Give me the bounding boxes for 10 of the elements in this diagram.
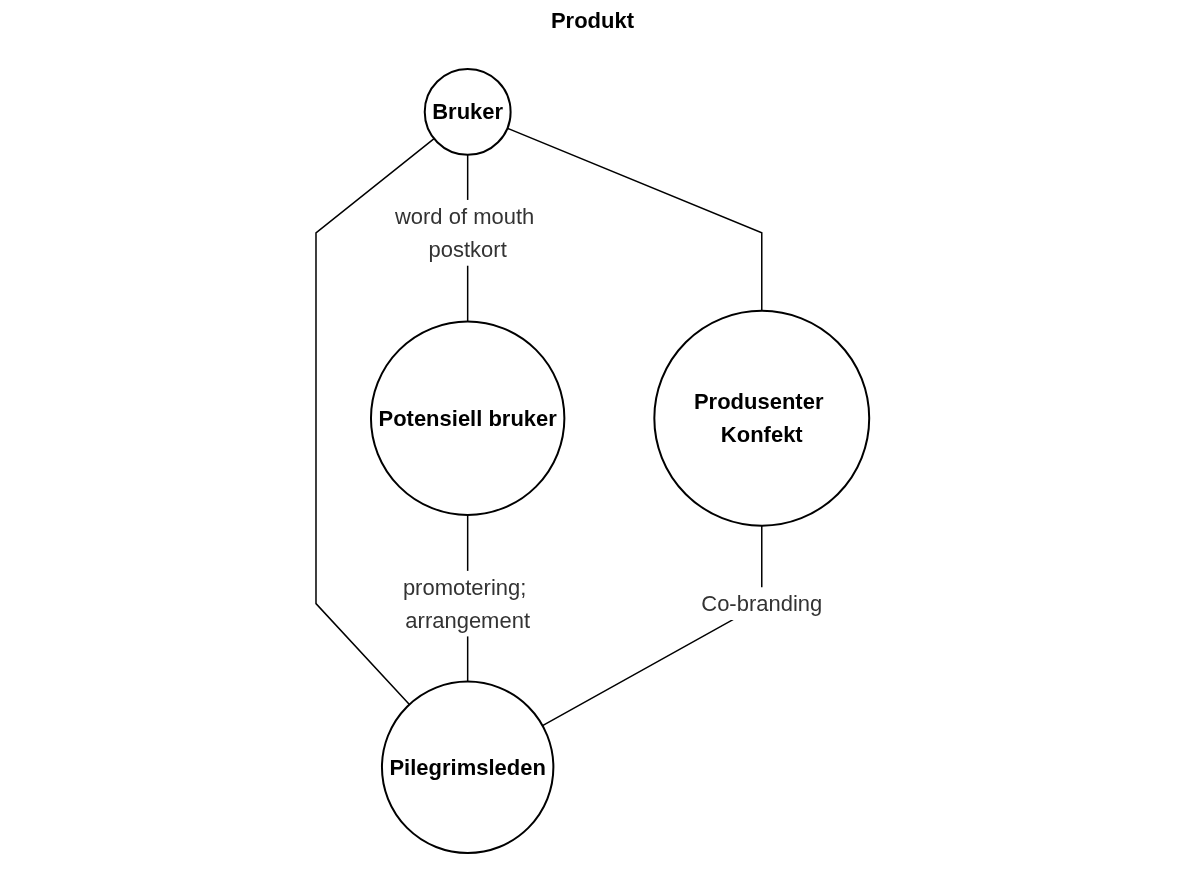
node-circle: Pilegrimsleden xyxy=(380,680,555,854)
edge-label: word of mouth postkort xyxy=(394,203,535,262)
edge-label: promotering; arrangement xyxy=(402,574,530,633)
node-circle: Produsenter Konfekt xyxy=(653,309,871,527)
node-circle: Potensiell bruker xyxy=(369,320,566,516)
connector xyxy=(315,137,435,706)
connector xyxy=(506,127,763,312)
diagram-label: Produkt xyxy=(550,8,635,34)
node-circle: Bruker xyxy=(423,68,512,156)
edge-label: Co-branding xyxy=(701,591,823,617)
